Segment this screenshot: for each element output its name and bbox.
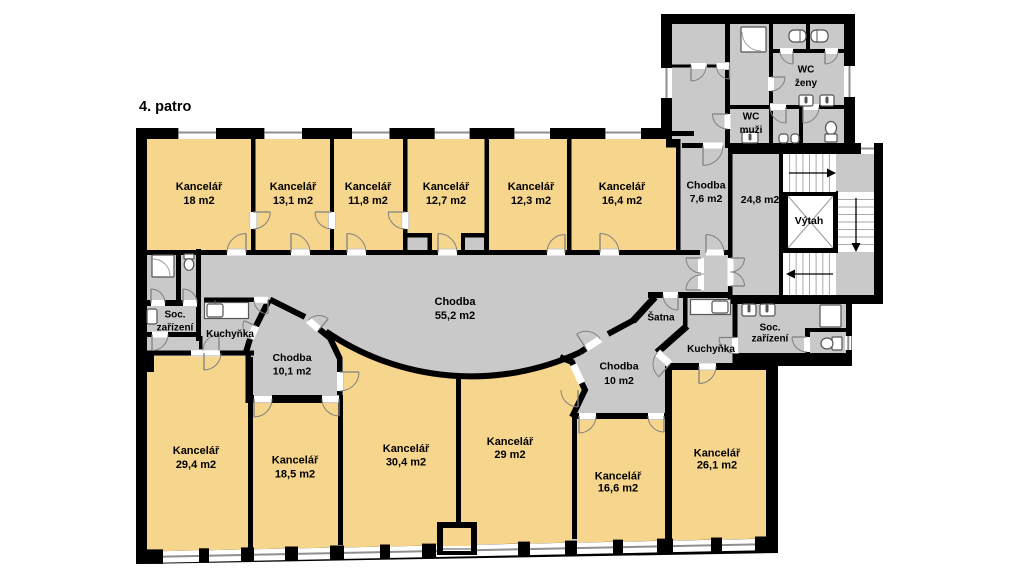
- svg-text:16,6 m2: 16,6 m2: [598, 483, 638, 495]
- svg-text:Kancelář: Kancelář: [383, 443, 430, 455]
- svg-text:30,4 m2: 30,4 m2: [386, 457, 426, 469]
- svg-text:Chodba: Chodba: [272, 352, 311, 364]
- svg-text:Chodba: Chodba: [599, 361, 638, 373]
- svg-text:10 m2: 10 m2: [604, 375, 634, 387]
- svg-text:16,4 m2: 16,4 m2: [602, 195, 642, 207]
- svg-text:Kancelář: Kancelář: [176, 181, 223, 193]
- svg-text:Kancelář: Kancelář: [270, 181, 317, 193]
- svg-text:Kancelář: Kancelář: [423, 181, 470, 193]
- svg-text:zařízení: zařízení: [752, 334, 790, 345]
- svg-text:Šatna: Šatna: [647, 311, 675, 324]
- svg-text:18,5 m2: 18,5 m2: [275, 469, 315, 481]
- svg-text:Chodba: Chodba: [435, 296, 477, 308]
- svg-text:Chodba: Chodba: [686, 180, 725, 192]
- svg-text:Kuchyňka: Kuchyňka: [687, 344, 735, 355]
- svg-text:Kuchyňka: Kuchyňka: [206, 329, 254, 340]
- svg-text:29,4 m2: 29,4 m2: [176, 459, 216, 471]
- svg-text:Kancelář: Kancelář: [508, 181, 555, 193]
- svg-text:11,8 m2: 11,8 m2: [348, 195, 388, 207]
- svg-text:ženy: ženy: [795, 78, 818, 89]
- svg-text:Kancelář: Kancelář: [272, 455, 319, 467]
- svg-text:12,7 m2: 12,7 m2: [426, 195, 466, 207]
- svg-text:29 m2: 29 m2: [494, 449, 525, 461]
- svg-text:Kancelář: Kancelář: [487, 436, 534, 448]
- svg-text:Kancelář: Kancelář: [173, 445, 220, 457]
- svg-text:zařízení: zařízení: [157, 323, 195, 334]
- svg-text:Kancelář: Kancelář: [694, 448, 741, 460]
- svg-text:WC: WC: [798, 65, 815, 76]
- svg-text:55,2 m2: 55,2 m2: [435, 310, 475, 322]
- svg-text:26,1 m2: 26,1 m2: [697, 460, 737, 472]
- svg-text:Kancelář: Kancelář: [345, 181, 392, 193]
- svg-text:10,1 m2: 10,1 m2: [273, 366, 312, 378]
- svg-text:12,3 m2: 12,3 m2: [511, 195, 551, 207]
- svg-text:24,8 m2: 24,8 m2: [741, 194, 780, 206]
- svg-text:Kancelář: Kancelář: [599, 181, 646, 193]
- svg-text:Kancelář: Kancelář: [595, 471, 642, 483]
- svg-text:Soc.: Soc.: [164, 310, 185, 321]
- svg-text:7,6 m2: 7,6 m2: [690, 193, 723, 205]
- svg-text:WC: WC: [743, 112, 760, 123]
- svg-text:18 m2: 18 m2: [183, 195, 214, 207]
- svg-text:4. patro: 4. patro: [139, 99, 192, 115]
- svg-text:Soc.: Soc.: [759, 323, 780, 334]
- svg-text:muži: muži: [740, 125, 763, 136]
- svg-text:Výtah: Výtah: [795, 215, 824, 227]
- svg-text:13,1 m2: 13,1 m2: [273, 195, 313, 207]
